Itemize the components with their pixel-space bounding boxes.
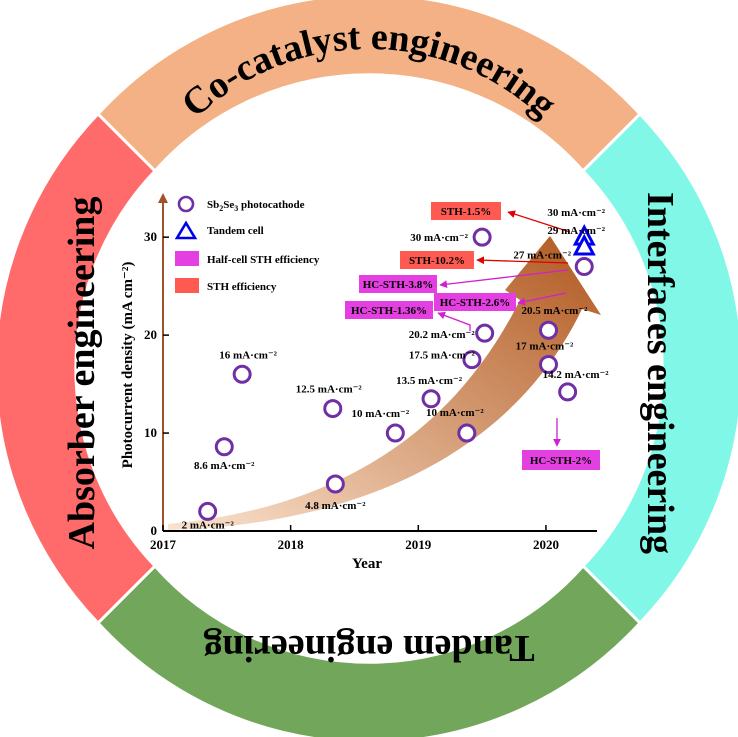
absorber-label: Absorber engineering xyxy=(61,197,103,550)
point-label: 8.6 mA·cm⁻² xyxy=(194,460,255,472)
x-tick-label: 2020 xyxy=(533,537,559,552)
photocathode-point xyxy=(421,389,441,409)
badge-sth-1-5 xyxy=(431,202,501,220)
badge-hc-1-36-text: HC-STH-1.36% xyxy=(351,305,427,317)
badge-hc-3-8-text: HC-STH-3.8% xyxy=(363,279,434,291)
photocathode-point xyxy=(538,355,558,374)
absorber-segment xyxy=(0,111,158,626)
point-label: 2 mA·cm⁻² xyxy=(182,519,235,531)
data-marks xyxy=(198,223,596,521)
interfaces-segment xyxy=(580,111,738,626)
y-axis-title: Photocurrent density (mA cm⁻²) xyxy=(120,262,136,469)
legend: Sb2Se3 photocathode Tandem cell Half-cel… xyxy=(174,195,320,293)
legend-sth-swatch xyxy=(175,278,199,293)
point-label: 13.5 mA·cm⁻² xyxy=(396,375,463,387)
photocathode-point xyxy=(232,364,252,384)
badge-hc-2 xyxy=(522,450,600,470)
photocathode-point xyxy=(325,474,345,494)
point-label: 30 mA·cm⁻² xyxy=(410,232,468,244)
point-label: 14.2 mA·cm⁻² xyxy=(543,369,610,381)
y-ticks: 0 10 20 30 xyxy=(144,229,169,538)
point-label: 17.5 mA·cm⁻² xyxy=(409,350,476,362)
photocathode-point xyxy=(472,227,492,247)
point-label: 16 mA·cm⁻² xyxy=(219,349,277,361)
x-tick-label: 2018 xyxy=(278,537,305,552)
photocathode-point xyxy=(385,423,405,443)
tandem-point xyxy=(572,233,596,256)
point-label: 17 mA·cm⁻² xyxy=(516,341,574,353)
x-ticks: 2017 2018 2019 2020 xyxy=(150,525,559,552)
axes: 0 10 20 30 2017 2018 2019 2020 Year Photocurre… xyxy=(120,193,597,572)
legend-half-cell-swatch xyxy=(175,251,199,266)
badge-hc-2-6-text: HC-STH-2.6% xyxy=(440,297,511,309)
y-tick-label: 20 xyxy=(144,327,157,342)
x-tick-label: 2019 xyxy=(405,537,432,552)
photocathode-point xyxy=(323,399,343,419)
point-label: 12.5 mA·cm⁻² xyxy=(296,384,363,396)
point-label: 29 mA·cm⁻² xyxy=(547,225,605,237)
photocathode-point xyxy=(574,257,594,277)
point-label: 20.2 mA·cm⁻² xyxy=(409,329,476,341)
x-axis-title: Year xyxy=(352,556,382,572)
annotation-badges: STH-1.5% STH-10.2% HC-STH-3.8% HC-STH-2.… xyxy=(345,202,600,470)
point-label: 10 mA·cm⁻² xyxy=(351,408,409,420)
y-axis-arrowhead xyxy=(158,193,168,203)
photocathode-point xyxy=(457,423,477,443)
x-tick-label: 2017 xyxy=(150,537,177,552)
badge-hc-2-text: HC-STH-2% xyxy=(530,455,592,467)
photocathode-point xyxy=(475,323,495,343)
y-tick-label: 30 xyxy=(144,229,157,244)
badge-hc-1-36 xyxy=(345,301,433,319)
badge-sth-10-2-text: STH-10.2% xyxy=(409,255,465,267)
point-label: 10 mA·cm⁻² xyxy=(426,407,484,419)
photocathode-point xyxy=(538,320,558,340)
data-labels: 2 mA·cm⁻² 8.6 mA·cm⁻² 16 mA·cm⁻² 12.5 mA·cm… xyxy=(182,207,610,531)
photocathode-point xyxy=(558,382,578,402)
legend-triangle-marker xyxy=(174,220,198,240)
badge-hc-3-8 xyxy=(359,275,437,293)
point-label: 27 mA·cm⁻² xyxy=(513,250,571,262)
photocathode-point xyxy=(198,501,218,521)
legend-half-cell: Half-cell STH efficiency xyxy=(207,254,320,266)
legend-tandem: Tandem cell xyxy=(207,225,264,237)
point-label: 30 mA·cm⁻² xyxy=(547,207,605,219)
tandem-label: Tandem engineering xyxy=(203,627,534,669)
legend-circle-marker xyxy=(177,195,195,213)
badge-sth-1-5-text: STH-1.5% xyxy=(441,206,491,218)
legend-sth: STH efficiency xyxy=(207,281,277,293)
point-label: 4.8 mA·cm⁻² xyxy=(305,500,366,512)
y-tick-label: 10 xyxy=(144,425,157,440)
photocathode-point xyxy=(214,437,234,457)
trend-arrow xyxy=(168,236,601,530)
badge-sth-10-2 xyxy=(400,251,474,269)
annotation-arrows xyxy=(437,210,571,447)
photocathode-point xyxy=(462,350,482,370)
point-label: 20.5 mA·cm⁻² xyxy=(522,305,589,317)
legend-sb2se3: Sb2Se3 photocathode xyxy=(207,199,305,213)
y-tick-label: 0 xyxy=(151,523,158,538)
badge-hc-2-6 xyxy=(434,293,516,311)
interfaces-label: Interfaces engineering xyxy=(639,192,681,554)
